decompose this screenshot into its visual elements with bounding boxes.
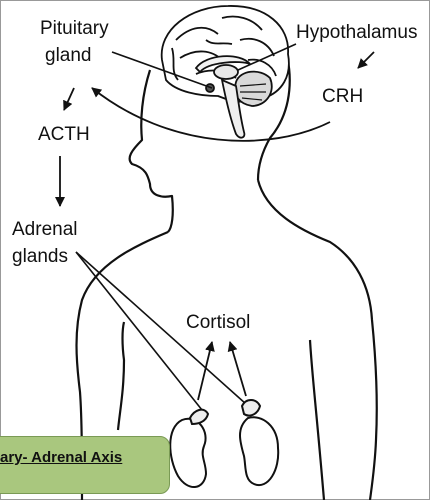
hypothalamus-to-crh-arrow: [357, 51, 375, 69]
crh-label: CRH: [322, 86, 364, 107]
cortisol-label: Cortisol: [186, 312, 251, 333]
arrows: [55, 51, 375, 401]
left-adrenal-to-cortisol-arrow: [197, 341, 215, 401]
pituitary-pointer-line: [111, 51, 213, 89]
banner-title: ary- Adrenal Axis: [0, 449, 123, 466]
right-kidney: [239, 416, 280, 487]
brain-illustration: [160, 5, 290, 139]
adrenal-line-left: [75, 251, 203, 411]
right-adrenal-gland: [240, 399, 262, 417]
pituitary-to-acth-arrow: [63, 87, 75, 111]
crh-to-pituitary-arrow: [91, 87, 331, 142]
adrenal-label-line1: Adrenal: [12, 219, 78, 240]
left-adrenal-gland: [188, 408, 210, 426]
hypothalamus-label: Hypothalamus: [296, 22, 418, 43]
pituitary-label-line2: gland: [45, 45, 92, 66]
title-banner: [0, 436, 170, 494]
right-adrenal-to-cortisol-arrow: [227, 341, 247, 397]
connector-lines: [75, 43, 297, 411]
hypothalamus-pointer-line: [237, 43, 297, 71]
left-kidney: [169, 417, 208, 488]
kidneys: [169, 399, 280, 488]
acth-label: ACTH: [38, 124, 90, 145]
adrenal-label-line2: glands: [12, 246, 68, 267]
adrenal-line-right: [75, 251, 247, 405]
pituitary-label-line1: Pituitary: [40, 18, 109, 39]
